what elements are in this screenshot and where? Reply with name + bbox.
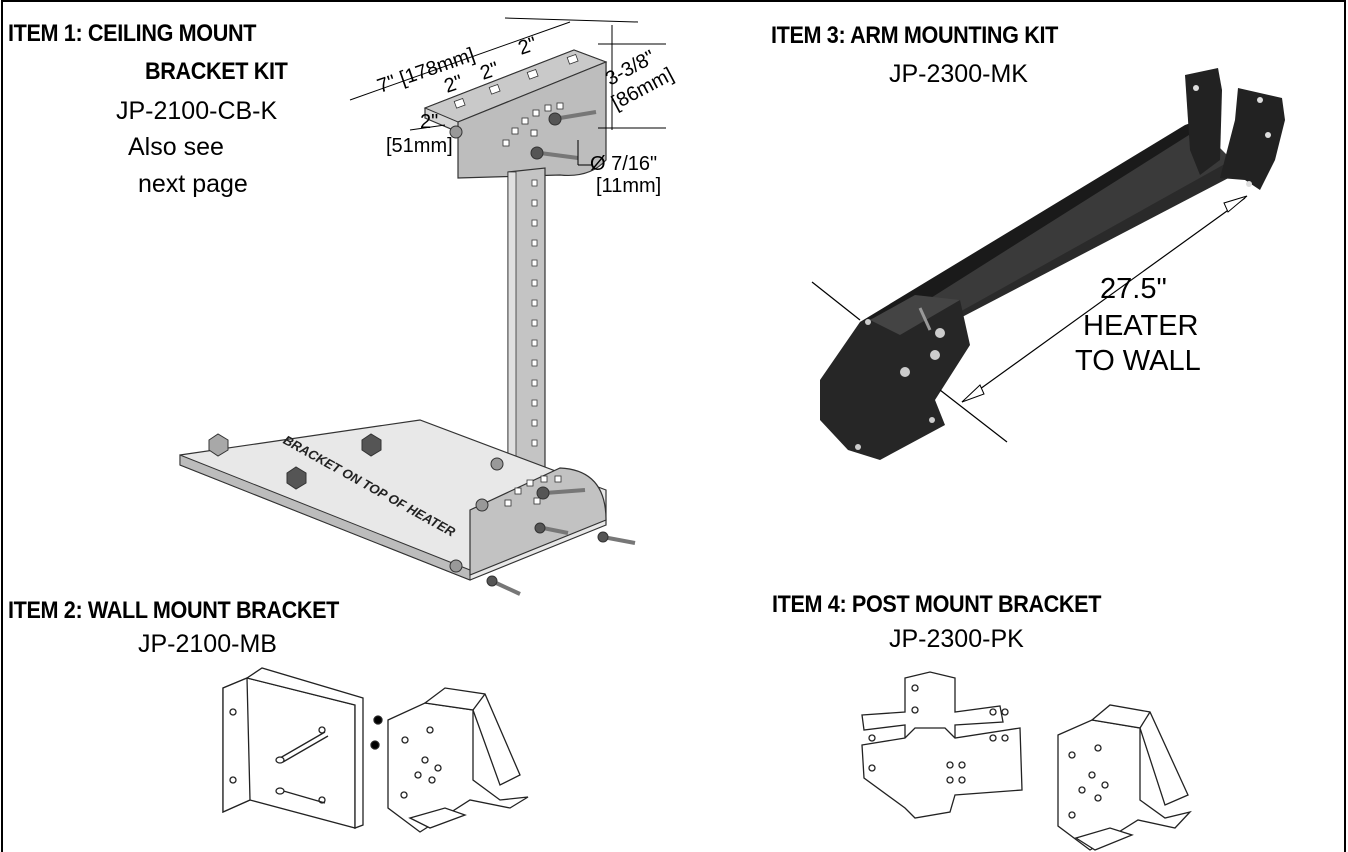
item1-note-line2: next page — [138, 170, 248, 198]
arm-dim-line2: HEATER — [1083, 310, 1198, 342]
arm-kit-illustration: 27.5" HEATER TO WALL — [811, 68, 1285, 460]
wall-bracket-illustration — [222, 667, 529, 833]
item2-part-number: JP-2100-MB — [138, 630, 277, 658]
item3-title: ITEM 3: ARM MOUNTING KIT — [771, 22, 1058, 49]
item3-part-number: JP-2300-MK — [889, 60, 1028, 88]
arm-dim-value: 27.5" — [1100, 273, 1167, 305]
post-bracket-illustration — [861, 671, 1192, 851]
item1-part-number: JP-2100-CB-K — [116, 97, 278, 125]
dim-hole-in: Ø 7/16" — [590, 153, 657, 175]
item2-title: ITEM 2: WALL MOUNT BRACKET — [8, 597, 340, 624]
item1-title-line2: BRACKET KIT — [145, 58, 288, 85]
dim-spacing-c: 2" — [515, 33, 539, 60]
arm-dim-line3: TO WALL — [1075, 345, 1201, 377]
item4-title: ITEM 4: POST MOUNT BRACKET — [772, 591, 1102, 618]
dim-hole-mm: [11mm] — [596, 175, 661, 197]
item4-part-number: JP-2300-PK — [889, 625, 1024, 653]
ceiling-bracket-illustration: BRACKET ON TOP OF HEATER — [179, 17, 677, 596]
dim-offset-mm: [51mm] — [386, 135, 453, 157]
dim-offset-in: 2" — [420, 111, 438, 133]
item1-note-line1: Also see — [128, 133, 224, 161]
item1-title-line1: ITEM 1: CEILING MOUNT — [8, 20, 257, 47]
